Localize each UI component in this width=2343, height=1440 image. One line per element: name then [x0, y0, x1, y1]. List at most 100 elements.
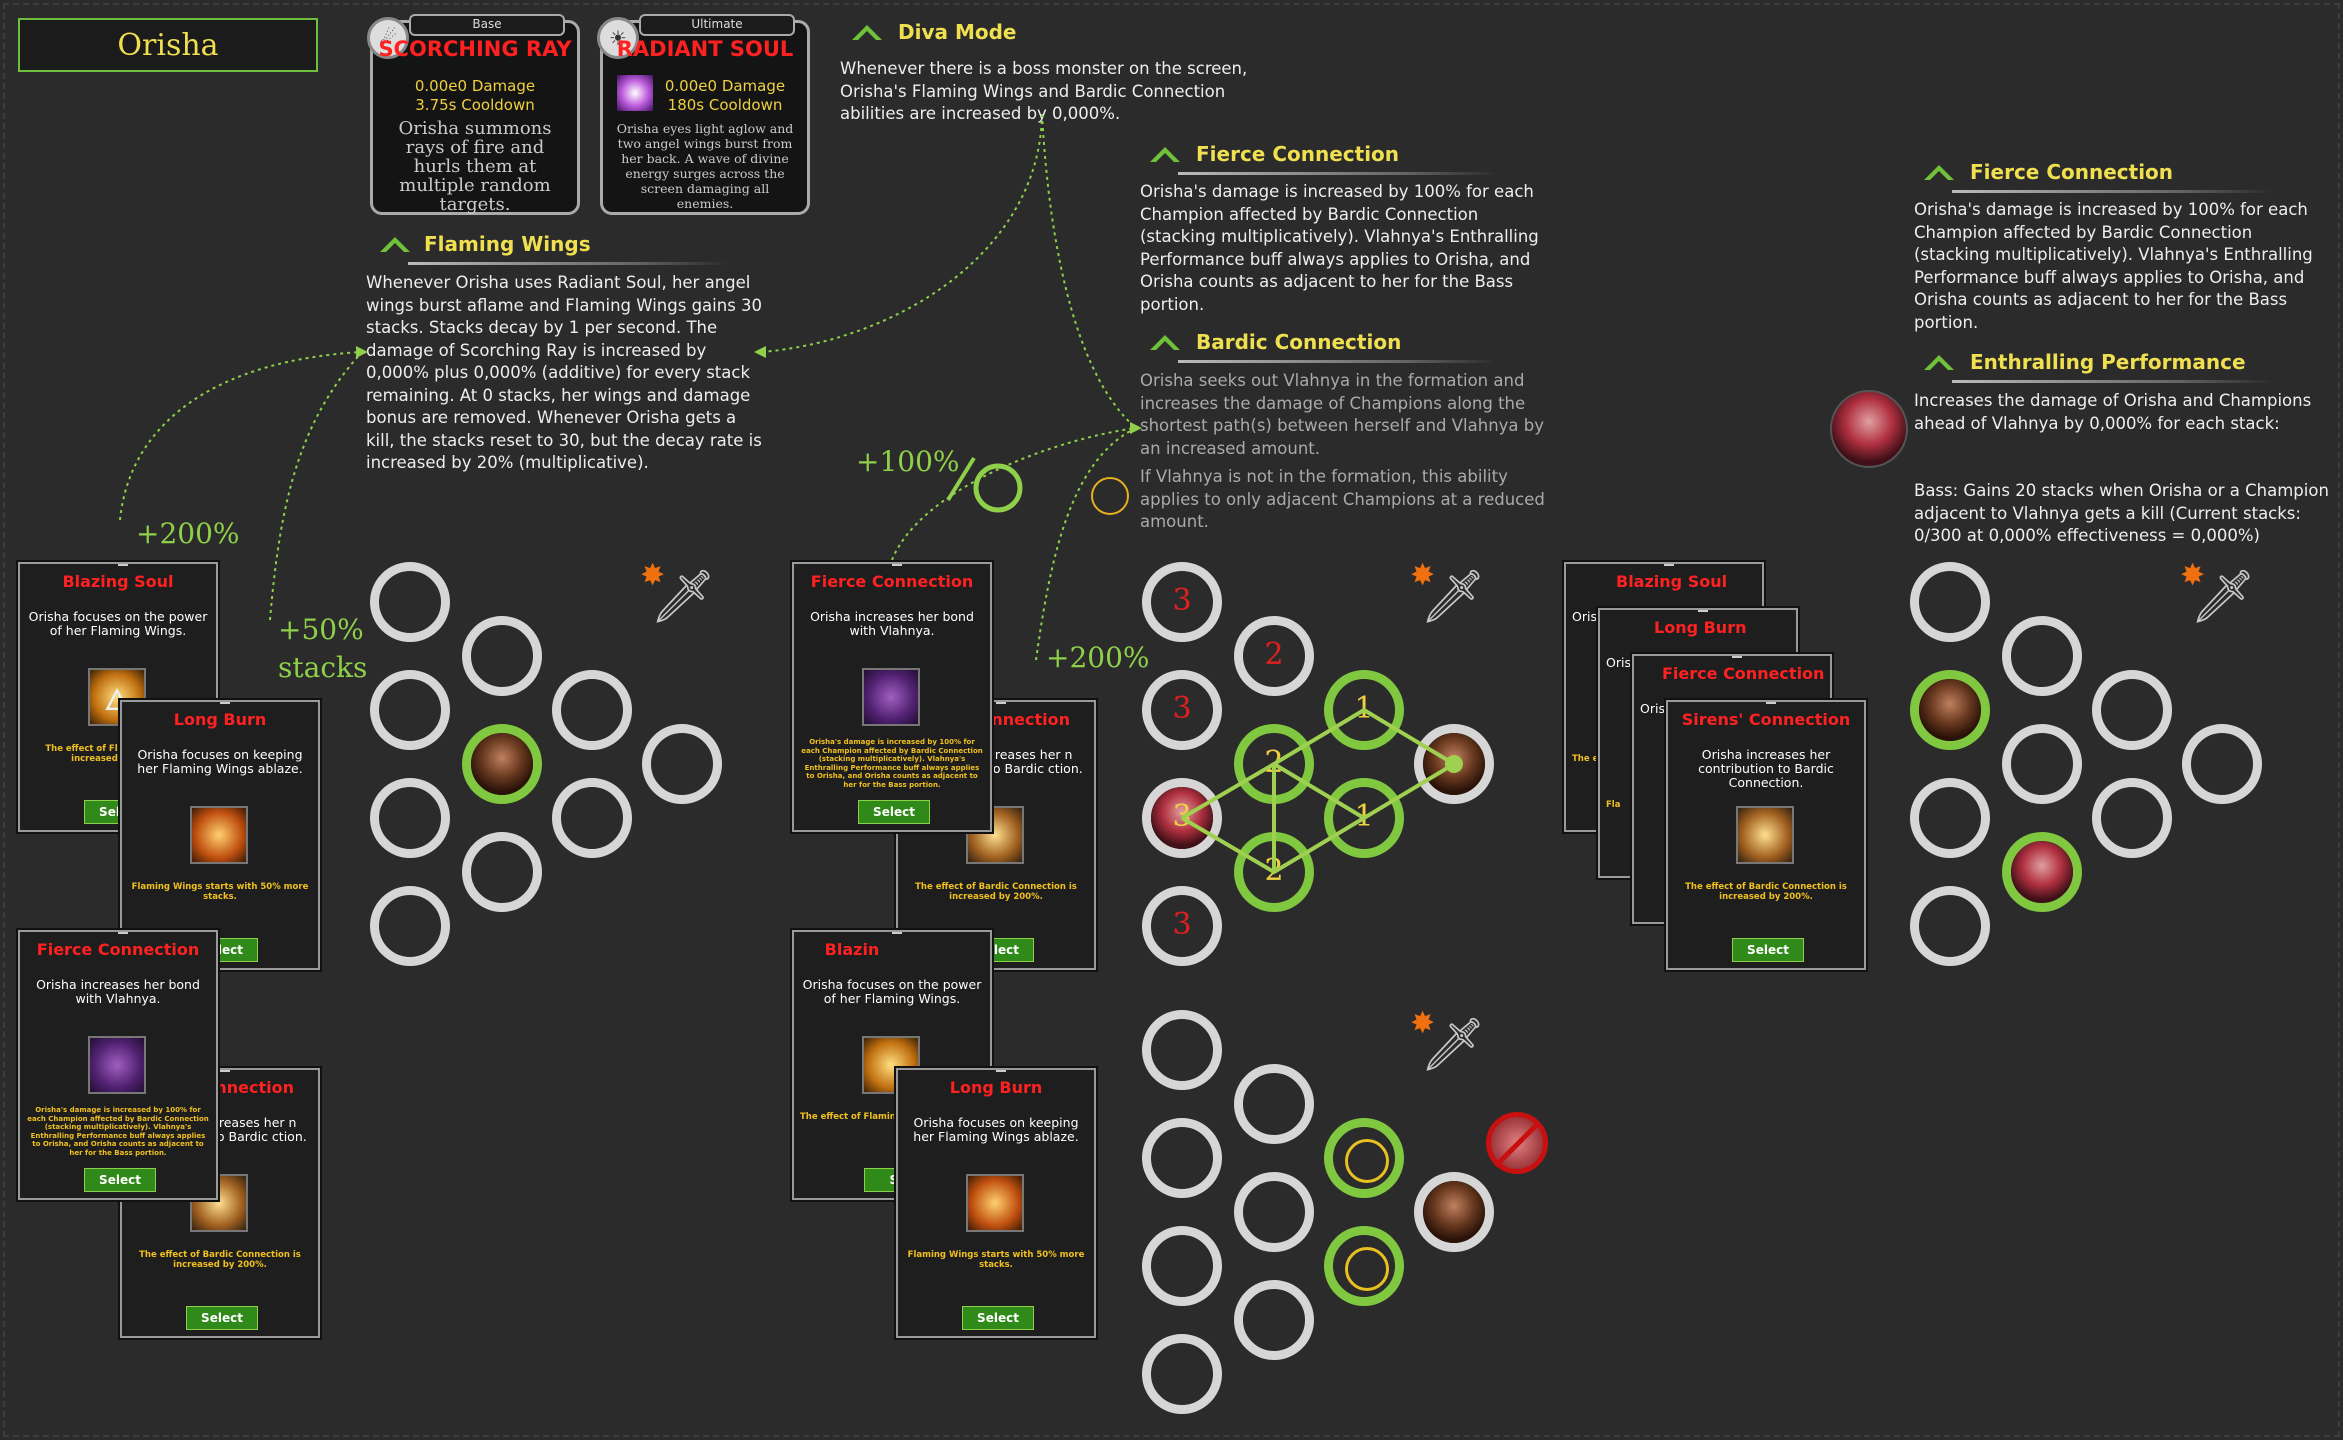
formation-slot[interactable] [370, 886, 450, 966]
formation-slot[interactable] [370, 778, 450, 858]
formation-slot-orisha[interactable] [462, 724, 542, 804]
formation-slot-orisha[interactable] [1414, 1172, 1494, 1252]
spec-card-fierce-connection-b[interactable]: Fierce Connection Orisha increases her b… [792, 562, 992, 832]
diva-mode-title: Diva Mode [898, 20, 1017, 44]
formation-slot[interactable] [1142, 1334, 1222, 1414]
formation-slot[interactable]: 3 [1142, 562, 1222, 642]
spec-desc: Orisha focuses on the power of her Flami… [802, 977, 982, 1006]
select-button[interactable]: Select [186, 1306, 258, 1330]
upgrade-chevron-icon [1924, 355, 1954, 370]
bardic-connection-text2: If Vlahnya is not in the formation, this… [1140, 467, 1545, 531]
path-distance: 3 [1172, 583, 1192, 618]
ultimate-tab: Ultimate [639, 14, 795, 36]
orisha-portrait [471, 733, 533, 795]
formation-slot[interactable] [1910, 778, 1990, 858]
formation-slot[interactable] [1324, 1226, 1404, 1306]
formation-slot[interactable]: 1 [1324, 670, 1404, 750]
spec-effect: Orisha's damage is increased by 100% for… [27, 1106, 209, 1157]
vlahnya-portrait [2011, 841, 2073, 903]
formation-slot-vlahnya[interactable] [2002, 832, 2082, 912]
spec-desc: Orisha increases her contribution to Bar… [1698, 747, 1834, 790]
radiant-soul-icon: ☀ [597, 17, 639, 59]
path-distance: 2 [1264, 853, 1284, 888]
spec-card-sirens-connection-b[interactable]: onnection creases her n to Bardic ction.… [896, 700, 1096, 970]
formation-slot-orisha[interactable] [1910, 670, 1990, 750]
formation-slot[interactable]: 3 [1142, 886, 1222, 966]
flaming-wings-text: Whenever Orisha uses Radiant Soul, her a… [366, 273, 763, 472]
formation-slot[interactable] [2092, 778, 2172, 858]
bardic-connection-title: Bardic Connection [1196, 330, 1402, 354]
spec-effect: Flaming Wings starts with 50% more stack… [907, 1250, 1085, 1270]
flame-wing-icon [966, 1174, 1024, 1232]
ultimate-ability-desc: Orisha eyes light aglow and two angel wi… [616, 121, 794, 211]
spec-name: Fierce Connection [36, 940, 200, 959]
path-distance: 1 [1354, 799, 1374, 834]
spec-name: onnection [204, 1078, 294, 1097]
base-ability-name: SCORCHING RAY [378, 37, 572, 61]
header-underline [1178, 172, 1498, 175]
formation-slot[interactable] [462, 616, 542, 696]
note-plus-200-a: +200% [136, 517, 240, 550]
formation-slot[interactable] [1142, 1010, 1222, 1090]
ultimate-damage: 0.00e0 Damage [664, 77, 786, 95]
formation-slot[interactable] [370, 562, 450, 642]
path-distance: 2 [1264, 637, 1284, 672]
enthralling-title: Enthralling Performance [1970, 350, 2246, 374]
formation-slot-vlahnya[interactable]: 3 [1142, 778, 1222, 858]
champion-title: Orisha [117, 27, 219, 63]
formation-slot[interactable] [1234, 1172, 1314, 1252]
formation-slot[interactable] [370, 670, 450, 750]
spec-card-long-burn[interactable]: Long Burn Orisha focuses on keeping her … [120, 700, 320, 970]
formation-slot[interactable] [2092, 670, 2172, 750]
spec-name: Long Burn [949, 1078, 1043, 1097]
header-underline [1178, 360, 1498, 363]
spec-effect: The effect of Bardic Connection is incre… [915, 882, 1077, 902]
formation-slot[interactable] [1142, 1226, 1222, 1306]
select-button[interactable]: Select [1732, 938, 1804, 962]
spec-card-long-burn-b[interactable]: Long Burn Orisha focuses on keeping her … [896, 1068, 1096, 1338]
formation-slot[interactable]: 1 [1324, 778, 1404, 858]
sword-attack-icon: 🗡✸ [640, 558, 717, 627]
upgrade-chevron-icon [1150, 147, 1180, 162]
formation-slot[interactable] [1234, 1280, 1314, 1360]
sword-attack-icon: 🗡✸ [2180, 558, 2257, 627]
select-button[interactable]: Select [858, 800, 930, 824]
formation-slot[interactable] [1910, 886, 1990, 966]
orisha-portrait [1423, 1181, 1485, 1243]
formation-slot[interactable] [462, 832, 542, 912]
formation-slot[interactable]: 2 [1234, 832, 1314, 912]
formation-slot[interactable] [2182, 724, 2262, 804]
select-button[interactable]: Select [84, 1168, 156, 1192]
formation-slot[interactable] [1142, 1118, 1222, 1198]
adjacent-marker [1345, 1139, 1389, 1183]
formation-slot-orisha[interactable] [1414, 724, 1494, 804]
spec-desc: Orisl [1572, 609, 1601, 624]
spec-card-fierce-connection[interactable]: Fierce Connection Orisha increases her b… [18, 930, 218, 1200]
header-underline [408, 262, 728, 265]
spec-desc: Orisha focuses on keeping her Flaming Wi… [137, 747, 303, 776]
formation-slot[interactable] [2002, 724, 2082, 804]
formation-slot[interactable] [1910, 562, 1990, 642]
adjacent-marker [1345, 1247, 1389, 1291]
formation-slot[interactable]: 2 [1234, 616, 1314, 696]
path-distance: 2 [1264, 745, 1284, 780]
bardic-connection-text: Orisha seeks out Vlahnya in the formatio… [1140, 371, 1545, 458]
spec-desc: creases her n to Bardic ction. [988, 747, 1083, 776]
formation-slot[interactable]: 3 [1142, 670, 1222, 750]
base-damage: 0.00e0 Damage [414, 77, 536, 95]
enthralling-text: Increases the damage of Orisha and Champ… [1914, 391, 2312, 433]
formation-slot[interactable]: 2 [1234, 724, 1314, 804]
formation-slot[interactable] [642, 724, 722, 804]
formation-slot[interactable] [2002, 616, 2082, 696]
formation-slot[interactable] [1234, 1064, 1314, 1144]
formation-slot[interactable] [552, 670, 632, 750]
formation-slot[interactable] [1324, 1118, 1404, 1198]
fierce-connection-2-title: Fierce Connection [1970, 160, 2174, 184]
spec-effect: The effect of Flaming Wings is increased… [45, 744, 191, 764]
fierce-connection-title: Fierce Connection [1196, 142, 1400, 166]
spec-card-sirens-connection-c[interactable]: Sirens' Connection Orisha increases her … [1666, 700, 1866, 970]
formation-slot[interactable] [552, 778, 632, 858]
select-button[interactable]: Select [962, 1306, 1034, 1330]
